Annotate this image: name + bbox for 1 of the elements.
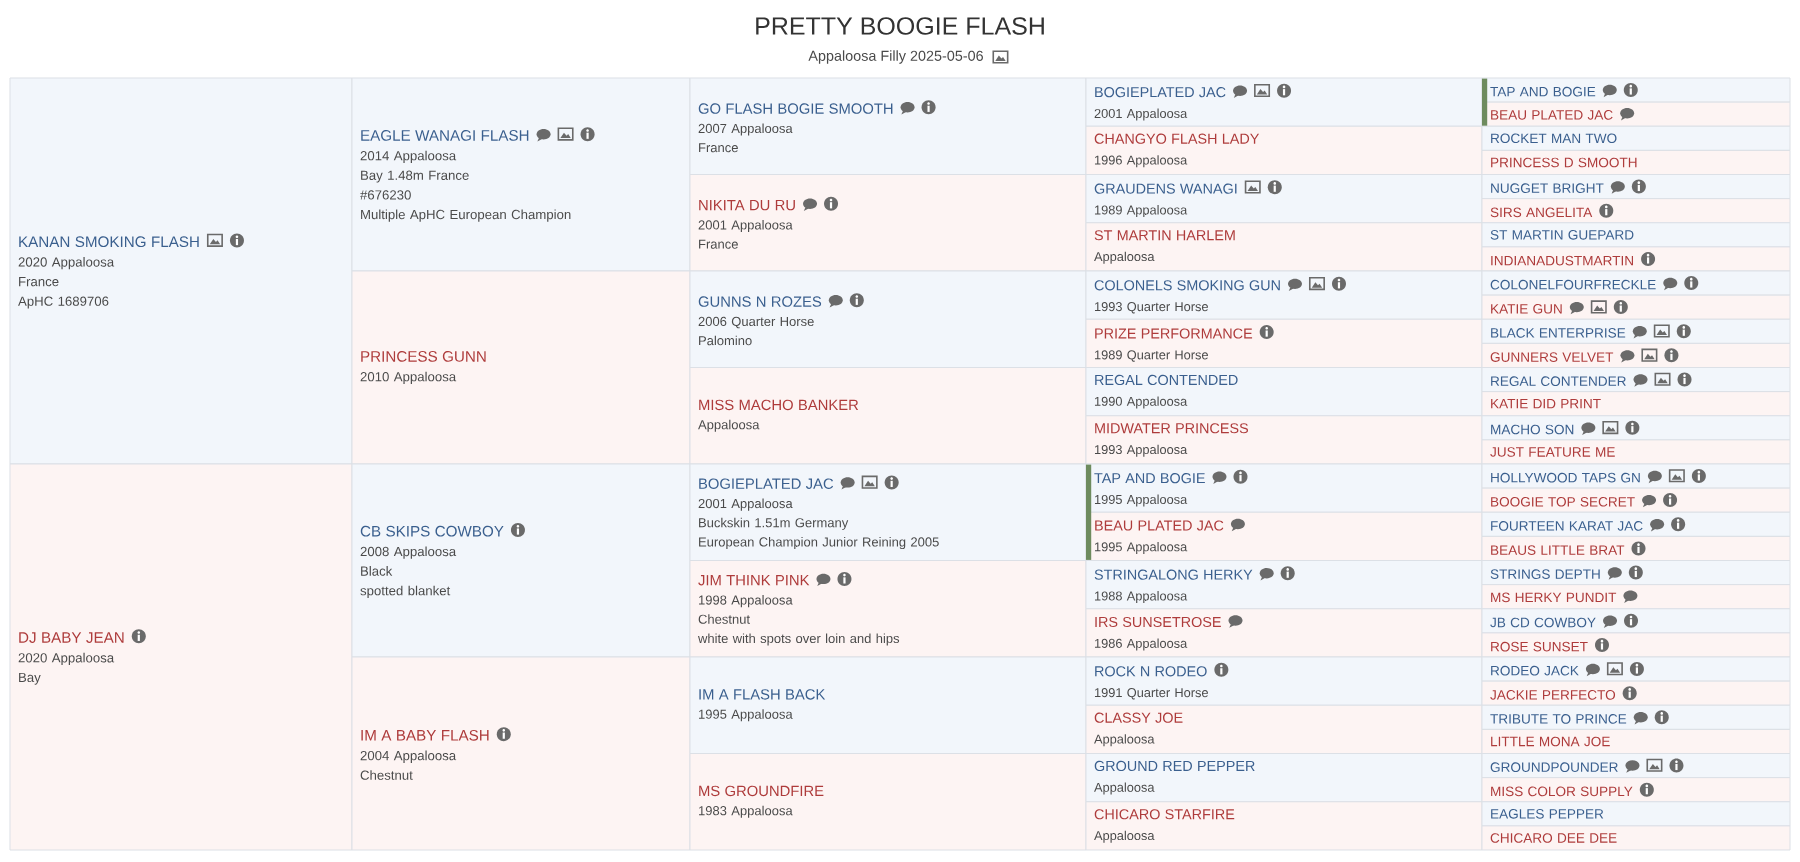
title: PRETTY BOOGIE FLASH [756, 17, 1044, 35]
